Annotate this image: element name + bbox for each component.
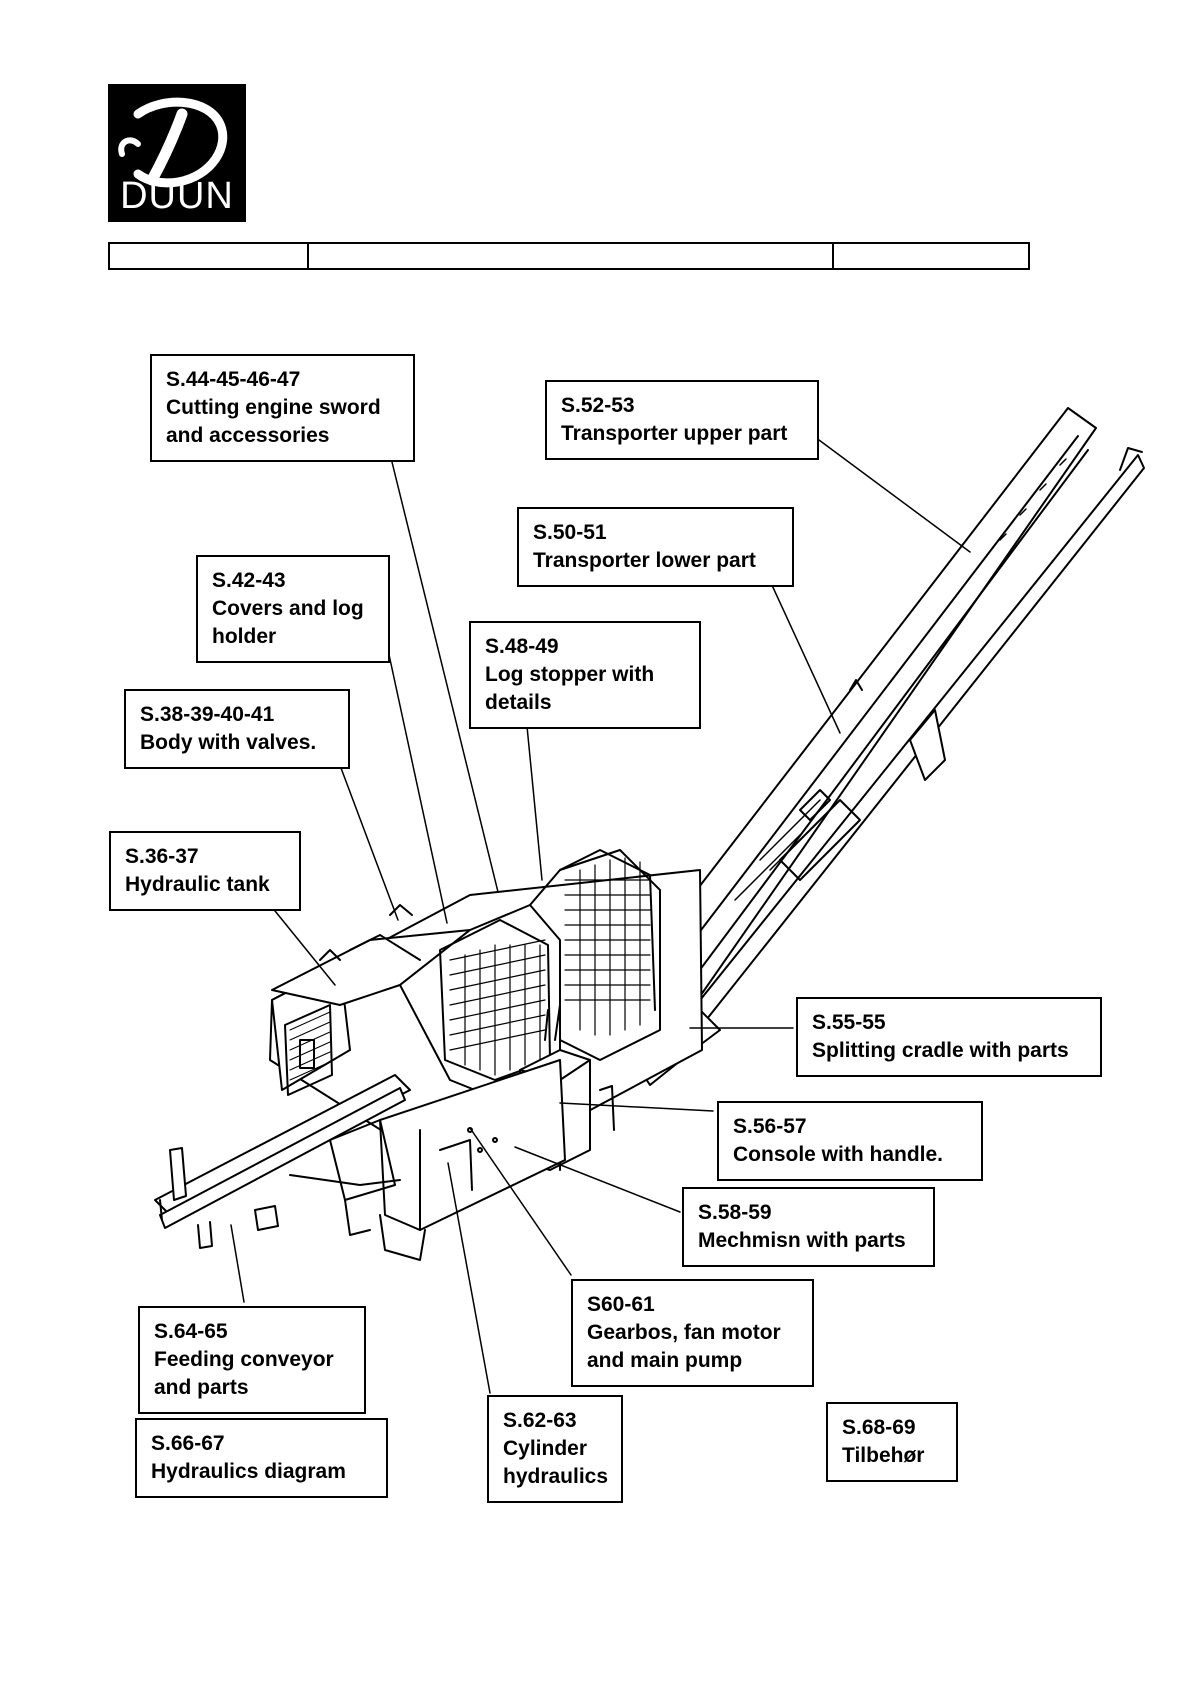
label-text: Body with valves. — [140, 731, 317, 754]
label-text: Hydraulics diagram — [151, 1460, 346, 1483]
label-text: Transporter upper part — [561, 422, 788, 445]
header-cell — [309, 244, 834, 268]
label-gearbox: S60-61 Gearbos, fan motor and main pump — [571, 1279, 814, 1387]
label-page-ref: S60-61 — [587, 1293, 655, 1316]
label-console: S.56-57 Console with handle. — [717, 1101, 983, 1181]
label-body-valves: S.38-39-40-41 Body with valves. — [124, 689, 350, 769]
label-page-ref: S.38-39-40-41 — [140, 703, 275, 726]
label-page-ref: S.36-37 — [125, 845, 199, 868]
label-splitting-cradle: S.55-55 Splitting cradle with parts — [796, 997, 1102, 1077]
label-accessories: S.68-69 Tilbehør — [826, 1402, 958, 1482]
label-text: Cylinder — [503, 1437, 588, 1460]
label-covers: S.42-43 Covers and log holder — [196, 555, 390, 663]
transporter-conveyor — [611, 407, 1145, 1086]
label-text: hydraulics — [503, 1465, 609, 1488]
label-transporter-lower: S.50-51 Transporter lower part — [517, 507, 794, 587]
lower-chassis — [379, 1059, 566, 1261]
label-log-stopper: S.48-49 Log stopper with details — [469, 621, 701, 729]
label-text: Gearbos, fan motor — [587, 1321, 781, 1344]
label-page-ref: S.52-53 — [561, 394, 635, 417]
label-text: and main pump — [587, 1349, 743, 1372]
duun-d-logo-icon — [118, 97, 228, 188]
label-text: Hydraulic tank — [125, 873, 270, 896]
label-text: holder — [212, 625, 277, 648]
label-text: Cutting engine sword — [166, 396, 381, 419]
label-cylinder: S.62-63 Cylinder hydraulics — [487, 1395, 623, 1503]
label-page-ref: S.56-57 — [733, 1115, 807, 1138]
label-hydraulic-tank: S.36-37 Hydraulic tank — [109, 831, 301, 911]
label-feeding-conveyor: S.64-65 Feeding conveyor and parts — [138, 1306, 366, 1414]
duun-logo: DUUN — [108, 84, 246, 222]
safety-grilles — [449, 857, 651, 1076]
header-table — [108, 242, 1030, 270]
label-text: Feeding conveyor — [154, 1348, 334, 1371]
label-page-ref: S.48-49 — [485, 635, 559, 658]
label-page-ref: S.64-65 — [154, 1320, 228, 1343]
feeding-conveyor — [154, 1074, 411, 1249]
label-transporter-upper: S.52-53 Transporter upper part — [545, 380, 819, 460]
label-text: and parts — [154, 1376, 249, 1399]
leader-lines — [230, 439, 971, 1394]
label-page-ref: S.62-63 — [503, 1409, 577, 1432]
label-page-ref: S.42-43 — [212, 569, 286, 592]
label-text: Tilbehør — [842, 1444, 925, 1467]
label-text: Console with handle. — [733, 1143, 944, 1166]
brand-name: DUUN — [120, 175, 234, 217]
label-page-ref: S.55-55 — [812, 1011, 886, 1034]
header-cell — [110, 244, 309, 268]
label-page-ref: S.58-59 — [698, 1201, 772, 1224]
label-text: Splitting cradle with parts — [812, 1039, 1069, 1062]
label-text: Transporter lower part — [533, 549, 756, 572]
label-page-ref: S.68-69 — [842, 1416, 916, 1439]
label-text: Mechmisn with parts — [698, 1229, 906, 1252]
label-text: details — [485, 691, 552, 714]
label-cutting-engine: S.44-45-46-47 Cutting engine sword and a… — [150, 354, 415, 462]
label-page-ref: S.50-51 — [533, 521, 607, 544]
label-text: and accessories — [166, 424, 330, 447]
label-text: Log stopper with — [485, 663, 655, 686]
label-page-ref: S.66-67 — [151, 1432, 225, 1455]
label-page-ref: S.44-45-46-47 — [166, 368, 301, 391]
label-mechanism: S.58-59 Mechmisn with parts — [682, 1187, 935, 1267]
label-text: Covers and log — [212, 597, 364, 620]
label-hydraulics-diagram: S.66-67 Hydraulics diagram — [135, 1418, 388, 1498]
